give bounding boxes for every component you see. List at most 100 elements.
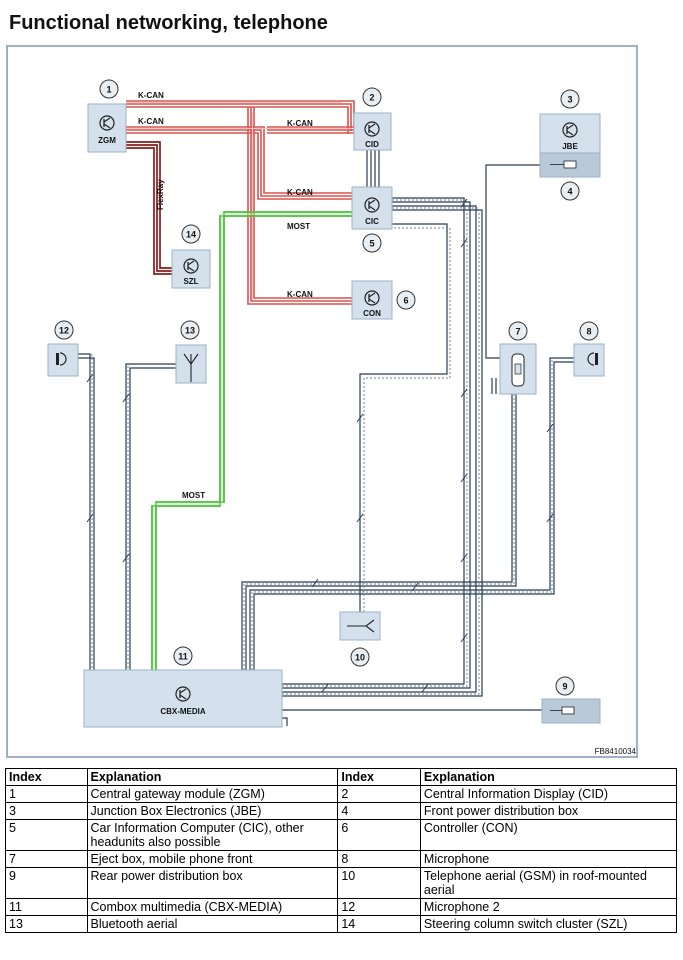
legend-cell: 13 <box>5 915 88 933</box>
legend-row: 3 Junction Box Electronics (JBE) 4 Front… <box>5 802 678 820</box>
jbe-module: JBE <box>539 113 601 154</box>
cid-module: CID <box>353 112 392 151</box>
most-label: MOST <box>287 222 310 231</box>
legend-cell: Front power distribution box <box>419 802 678 820</box>
legend-header: Index <box>337 768 421 786</box>
rear-power-distribution-box <box>541 698 601 724</box>
index-callout-2: 2 <box>362 87 382 107</box>
cid-label: CID <box>365 140 379 149</box>
legend-row: 9 Rear power distribution box 10 Telepho… <box>5 867 678 899</box>
index-callout-12: 12 <box>54 320 74 340</box>
legend-cell: Microphone <box>419 850 678 868</box>
legend-cell: 8 <box>337 850 421 868</box>
legend-cell: 9 <box>5 867 88 899</box>
wire-slash-marks <box>86 198 554 693</box>
legend-cell: 3 <box>5 802 88 820</box>
legend-row: 7 Eject box, mobile phone front 8 Microp… <box>5 850 678 868</box>
kcan-label: K-CAN <box>138 117 164 126</box>
cic-label: CIC <box>365 217 379 226</box>
kcan-wiring <box>126 100 355 305</box>
legend-cell: 4 <box>337 802 421 820</box>
legend-cell: 6 <box>337 819 421 851</box>
legend-cell: 7 <box>5 850 88 868</box>
legend-table: Index Explanation Index Explanation 1 Ce… <box>5 768 678 933</box>
phone-cradle-icon <box>514 363 522 375</box>
svg-text:11: 11 <box>178 652 188 662</box>
flexray-label: FlexRay <box>156 179 165 210</box>
index-callout-14: 14 <box>181 224 201 244</box>
svg-text:12: 12 <box>59 326 69 336</box>
svg-text:8: 8 <box>586 327 591 337</box>
jbe-label: JBE <box>562 142 578 151</box>
legend-cell: Central Information Display (CID) <box>419 785 678 803</box>
index-callout-11: 11 <box>173 646 193 666</box>
antenna-icon <box>183 353 199 382</box>
index-callout-7: 7 <box>508 321 528 341</box>
index-callout-6: 6 <box>396 290 416 310</box>
microphone-icon <box>587 352 595 366</box>
legend-row: 13 Bluetooth aerial 14 Steering column s… <box>5 915 678 933</box>
legend-cell: Car Information Computer (CIC), other he… <box>86 819 339 851</box>
page-title: Functional networking, telephone <box>9 12 328 34</box>
network-diagram: ZGM CID CIC JBE CON SZL <box>6 45 638 758</box>
signal-wiring <box>78 150 574 726</box>
szl-label: SZL <box>183 277 198 286</box>
legend-cell: Combox multimedia (CBX-MEDIA) <box>86 898 339 916</box>
legend-cell: 1 <box>5 785 88 803</box>
index-callout-4: 4 <box>560 181 580 201</box>
legend-header-row: Index Explanation Index Explanation <box>5 768 678 786</box>
svg-text:7: 7 <box>515 327 520 337</box>
legend-cell: Bluetooth aerial <box>86 915 339 933</box>
kcan-label: K-CAN <box>138 91 164 100</box>
index-callout-8: 8 <box>579 321 599 341</box>
legend-cell: 14 <box>337 915 421 933</box>
legend-row: 1 Central gateway module (ZGM) 2 Central… <box>5 785 678 803</box>
figure-code: FB8410034 <box>595 747 637 756</box>
cbx-media-label: CBX-MEDIA <box>160 707 206 716</box>
cbx-media-module: CBX-MEDIA <box>83 669 283 728</box>
legend-cell: Central gateway module (ZGM) <box>86 785 339 803</box>
front-power-distribution-box <box>539 152 601 178</box>
legend-cell: 11 <box>5 898 88 916</box>
cic-module: CIC <box>351 186 393 230</box>
svg-text:1: 1 <box>106 85 111 95</box>
eject-box <box>499 343 537 395</box>
legend-cell: Microphone 2 <box>419 898 678 916</box>
zgm-module: ZGM <box>87 103 127 153</box>
most-wiring <box>151 211 352 670</box>
svg-text:5: 5 <box>369 239 374 249</box>
legend-header: Explanation <box>419 768 678 786</box>
legend-cell: Telephone aerial (GSM) in roof-mounted a… <box>419 867 678 899</box>
zgm-label: ZGM <box>98 136 116 145</box>
index-callout-3: 3 <box>560 89 580 109</box>
legend-cell: 5 <box>5 819 88 851</box>
legend-cell: Rear power distribution box <box>86 867 339 899</box>
flexray-wiring <box>126 141 176 275</box>
legend-cell: 10 <box>337 867 421 899</box>
aerial-icon <box>347 619 375 633</box>
legend-cell: Junction Box Electronics (JBE) <box>86 802 339 820</box>
microphone-2 <box>47 343 79 377</box>
legend-row: 5 Car Information Computer (CIC), other … <box>5 819 678 851</box>
microphone-icon <box>59 352 67 366</box>
kcan-label: K-CAN <box>287 188 313 197</box>
con-module: CON <box>351 280 393 320</box>
legend-row: 11 Combox multimedia (CBX-MEDIA) 12 Micr… <box>5 898 678 916</box>
legend-cell: Controller (CON) <box>419 819 678 851</box>
szl-module: SZL <box>171 249 211 289</box>
legend-cell: 2 <box>337 785 421 803</box>
kcan-label: K-CAN <box>287 290 313 299</box>
kcan-label: K-CAN <box>287 119 313 128</box>
gsm-aerial <box>339 611 381 641</box>
svg-text:13: 13 <box>185 326 195 336</box>
diagram-canvas: ZGM CID CIC JBE CON SZL <box>47 79 637 756</box>
index-callout-10: 10 <box>350 647 370 667</box>
svg-text:9: 9 <box>562 682 567 692</box>
index-callout-9: 9 <box>555 676 575 696</box>
legend-cell: Steering column switch cluster (SZL) <box>419 915 678 933</box>
index-callout-5: 5 <box>362 233 382 253</box>
legend-header: Explanation <box>86 768 339 786</box>
bluetooth-aerial <box>175 344 207 384</box>
svg-text:4: 4 <box>567 187 572 197</box>
legend-cell: Eject box, mobile phone front <box>86 850 339 868</box>
